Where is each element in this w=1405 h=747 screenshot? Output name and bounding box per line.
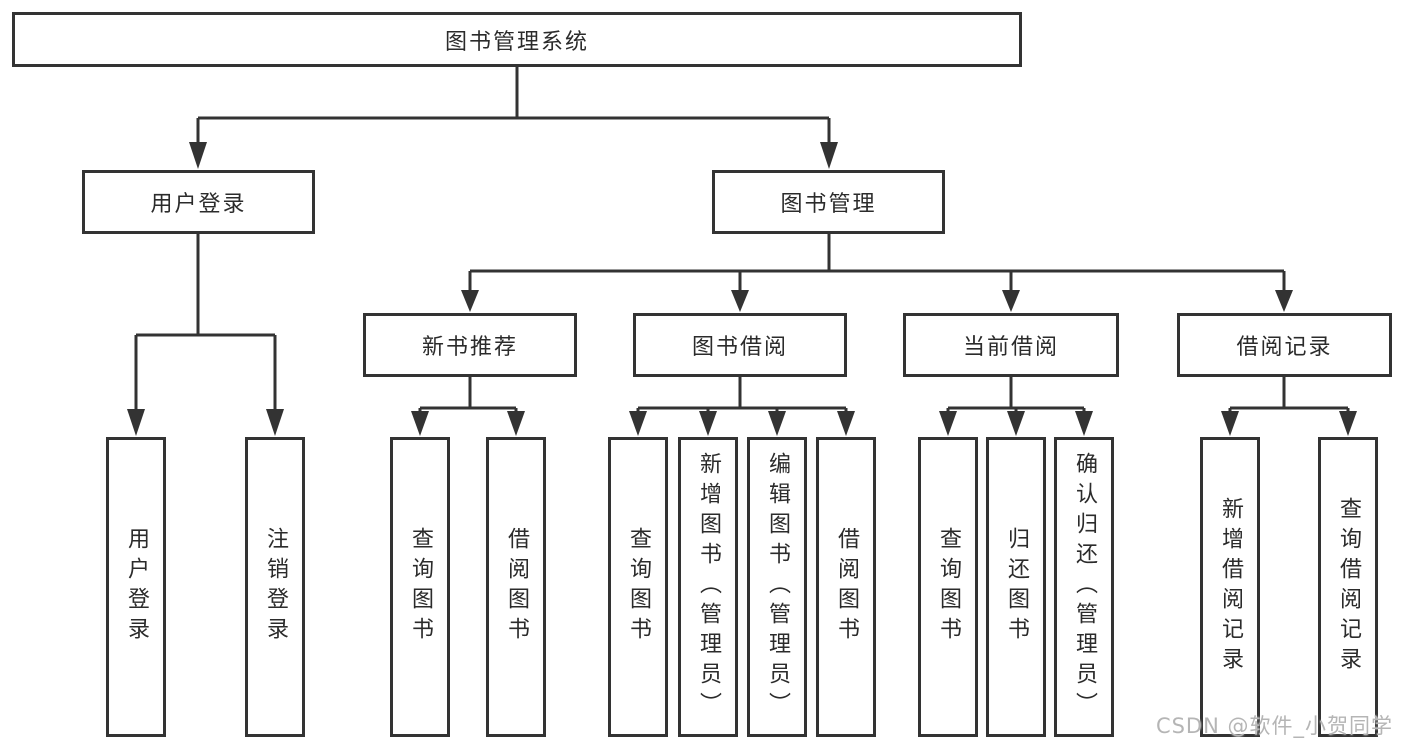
- node-label: 借阅图书: [504, 527, 529, 647]
- node-label: 用户登录: [150, 192, 247, 217]
- leaf-query-books-current: 查询图书: [918, 437, 978, 737]
- leaf-return-books: 归还图书: [986, 437, 1046, 737]
- leaf-logout: 注销登录: [245, 437, 305, 737]
- leaf-add-borrow-record: 新增借阅记录: [1200, 437, 1260, 737]
- node-label: 查询借阅记录: [1336, 497, 1361, 677]
- connector-borrow-records-children: [1221, 377, 1357, 436]
- node-label: 新书推荐: [421, 335, 518, 360]
- connector-current-borrow-children: [939, 377, 1093, 436]
- csdn-watermark: CSDN @软件_小贺同学: [1155, 714, 1393, 738]
- leaf-borrow-books: 借阅图书: [816, 437, 876, 737]
- node-label: 用户登录: [124, 527, 149, 647]
- node-label: 查询图书: [408, 527, 433, 647]
- node-label: 当前借阅: [962, 335, 1059, 360]
- leaf-borrow-books-recommend: 借阅图书: [486, 437, 546, 737]
- node-current-borrow: 当前借阅: [903, 313, 1119, 377]
- node-book-management: 图书管理: [712, 170, 945, 234]
- leaf-confirm-return-admin: 确认归还（管理员）: [1054, 437, 1114, 737]
- node-book-borrow: 图书借阅: [633, 313, 847, 377]
- connector-new-book-children: [411, 377, 525, 436]
- connector-book-borrow-children: [629, 377, 855, 436]
- node-label: 借阅记录: [1236, 335, 1333, 360]
- node-label: 图书管理: [780, 192, 877, 217]
- node-label: 新增借阅记录: [1218, 497, 1243, 677]
- node-user-login: 用户登录: [82, 170, 315, 234]
- node-label: 借阅图书: [834, 527, 859, 647]
- node-label: 查询图书: [626, 527, 651, 647]
- node-label: 新增图书（管理员）: [696, 452, 721, 722]
- connector-book-management-children: [461, 234, 1293, 312]
- node-label: 确认归还（管理员）: [1072, 452, 1097, 722]
- node-label: 查询图书: [936, 527, 961, 647]
- node-new-book-recommend: 新书推荐: [363, 313, 577, 377]
- node-borrow-records: 借阅记录: [1177, 313, 1392, 377]
- node-label: 图书管理系统: [444, 29, 589, 55]
- leaf-query-books-recommend: 查询图书: [390, 437, 450, 737]
- node-root-system: 图书管理系统: [12, 12, 1022, 67]
- leaf-user-login: 用户登录: [106, 437, 166, 737]
- leaf-query-borrow-record: 查询借阅记录: [1318, 437, 1378, 737]
- leaf-query-books-borrow: 查询图书: [608, 437, 668, 737]
- node-label: 编辑图书（管理员）: [765, 452, 790, 722]
- node-label: 归还图书: [1004, 527, 1029, 647]
- leaf-add-books-admin: 新增图书（管理员）: [678, 437, 738, 737]
- connector-user-login-children: [127, 234, 284, 436]
- connector-root-to-level2: [189, 67, 838, 169]
- node-label: 图书借阅: [691, 335, 788, 360]
- leaf-edit-books-admin: 编辑图书（管理员）: [747, 437, 807, 737]
- node-label: 注销登录: [263, 527, 288, 647]
